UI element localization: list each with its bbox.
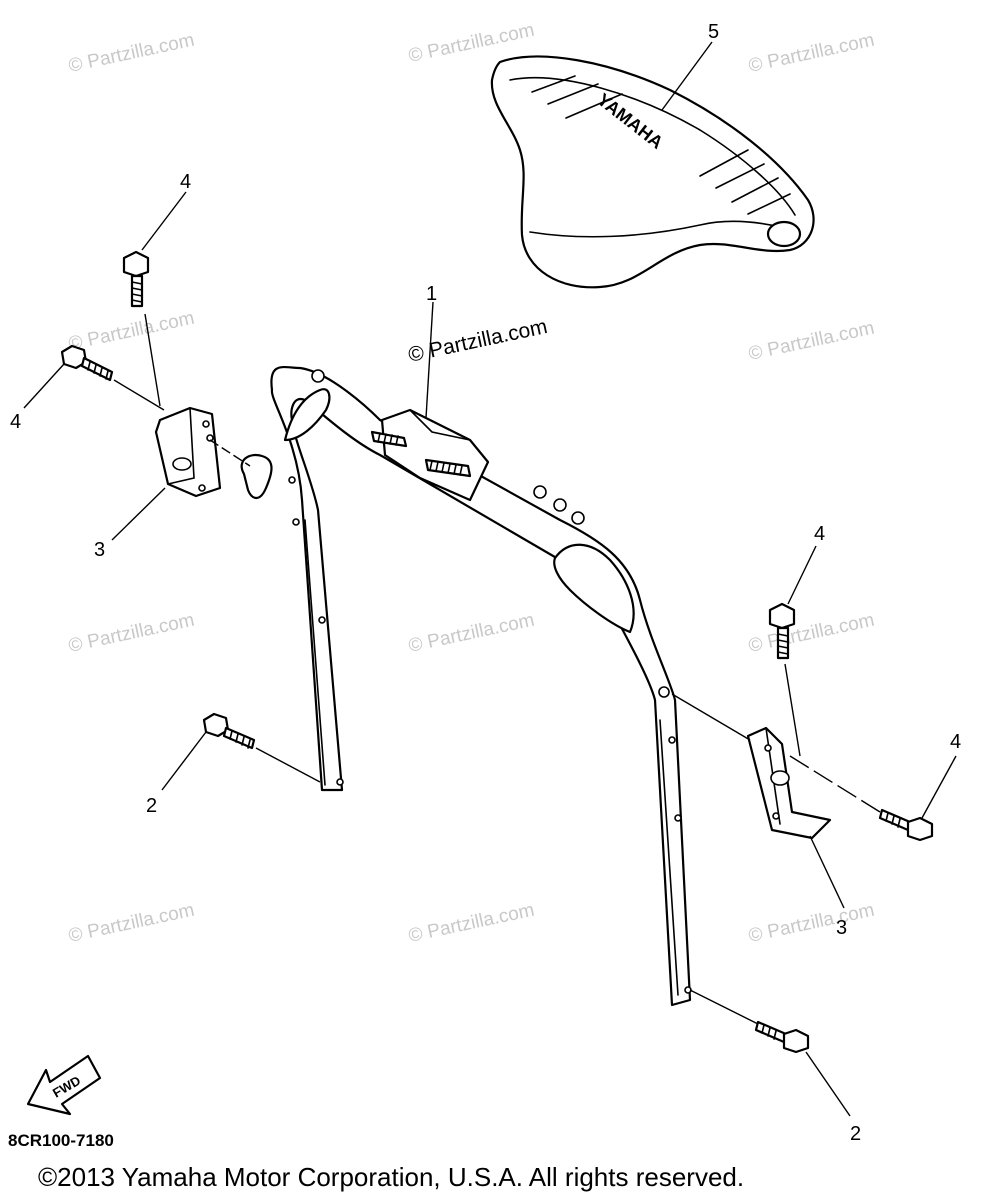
watermark: © Partzilla.com: [67, 30, 197, 77]
bracket-right-part-3: [746, 726, 832, 840]
bolt-left-top-part-4: [122, 250, 150, 308]
leader-line: [921, 755, 957, 819]
leader-line: [111, 487, 166, 541]
watermark: © Partzilla.com: [407, 900, 537, 947]
callout-3-left: 3: [94, 539, 105, 561]
bolt-right-side-part-4: [878, 808, 934, 842]
leader-line: [809, 835, 845, 909]
watermark: © Partzilla.com: [67, 610, 197, 657]
assembly-line: [784, 663, 801, 757]
copyright-text: ©2013 Yamaha Motor Corporation, U.S.A. A…: [38, 1162, 744, 1192]
callout-3-right: 3: [836, 917, 847, 939]
diagram-code: 8CR100-7180: [8, 1131, 114, 1150]
callout-4-left-top: 4: [180, 171, 191, 193]
callout-1: 1: [426, 283, 437, 305]
watermark: © Partzilla.com: [747, 318, 877, 365]
leader-line: [661, 41, 713, 111]
callout-2-right: 2: [850, 1123, 861, 1145]
handle-frame-part-1: [240, 365, 692, 1007]
assembly-line: [144, 313, 161, 407]
leader-line: [23, 363, 65, 409]
assembly-line: [113, 379, 165, 411]
assembly-line: [689, 989, 759, 1025]
callout-4-right-top: 4: [814, 523, 825, 545]
bracket-left-part-3: [154, 406, 222, 498]
forward-arrow-icon: FWD: [26, 1054, 102, 1116]
bolt-left-side-part-4: [60, 344, 114, 382]
bolt-right-top-part-4: [768, 602, 796, 660]
callout-4-right-side: 4: [950, 731, 961, 753]
leader-line: [787, 545, 817, 605]
assembly-line: [255, 747, 321, 783]
leader-line: [141, 191, 187, 251]
watermark: © Partzilla.com: [747, 900, 877, 947]
watermark: © Partzilla.com: [747, 610, 877, 657]
bolt-right-bottom-part-2: [754, 1020, 810, 1054]
assembly-line: [209, 439, 251, 467]
watermark-main: © Partzilla.com: [406, 315, 549, 367]
watermark: © Partzilla.com: [67, 308, 197, 355]
watermark: © Partzilla.com: [747, 30, 877, 77]
callout-5: 5: [708, 21, 719, 43]
assembly-line: [789, 755, 881, 813]
leader-line: [805, 1051, 851, 1117]
bolt-left-bottom-part-2: [202, 712, 256, 750]
callout-2-left: 2: [146, 795, 157, 817]
leader-line: [425, 301, 434, 419]
watermark: © Partzilla.com: [67, 900, 197, 947]
leader-line: [161, 731, 207, 791]
assembly-line: [671, 693, 751, 741]
callout-4-left-side: 4: [10, 411, 21, 433]
watermark: © Partzilla.com: [407, 610, 537, 657]
seat-cover-part-5: YAMAHA: [490, 55, 815, 289]
